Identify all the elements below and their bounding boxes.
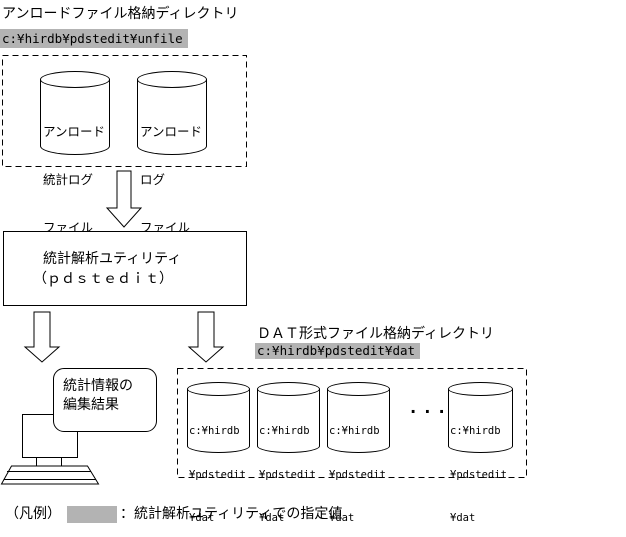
dat-files-dashed-box bbox=[177, 368, 527, 478]
cylinder-label-line: ¥dat bbox=[189, 512, 215, 524]
cylinder-top-ellipse bbox=[448, 382, 513, 396]
cylinder-label-line: 統計ログ bbox=[43, 173, 94, 187]
cylinder-body bbox=[448, 389, 513, 453]
cylinder-label-line: ¥pdstedit bbox=[329, 468, 386, 481]
sql-dat-file-cylinder: c:¥hirdb ¥pdstedit ¥dat ¥sql_DAT bbox=[327, 382, 390, 524]
keyboard-lines bbox=[3, 471, 96, 480]
cylinder-label-line: アンロード bbox=[43, 125, 106, 139]
unload-directory-title: アンロードファイル格納ディレクトリ bbox=[2, 5, 239, 21]
cylinder-body bbox=[40, 79, 110, 155]
keyboard-shape bbox=[0, 465, 100, 485]
sys-dat-file-cylinder: c:¥hirdb ¥pdstedit ¥dat ¥sys_DAT bbox=[187, 382, 250, 524]
legend-highlight-swatch bbox=[67, 506, 117, 523]
cylinder-label-line: アンロード bbox=[140, 125, 203, 139]
utility-name-label: 統計解析ユティリティ bbox=[43, 250, 182, 266]
dat-directory-title: ＤＡＴ形式ファイル格納ディレクトリ bbox=[257, 325, 495, 341]
cylinder-top-ellipse bbox=[257, 382, 320, 396]
cylinder-label-line: ¥pdstedit bbox=[259, 468, 316, 481]
cylinder-top-ellipse bbox=[327, 382, 390, 396]
legend-label: （凡例） bbox=[5, 505, 61, 521]
unload-log-file-cylinder: アンロード ログ ファイル bbox=[137, 71, 207, 235]
cylinder-body bbox=[327, 389, 390, 453]
edited-result-bubble: 統計情報の 編集結果 bbox=[53, 368, 157, 432]
unload-directory-path: c:¥hirdb¥pdstedit¥unfile bbox=[0, 29, 188, 48]
cylinder-body bbox=[137, 79, 207, 155]
statistics-analysis-utility-box: 統計解析ユティリティ （ｐｄｓｔｅｄｉｔ） bbox=[3, 231, 247, 306]
uap-dat-file-cylinder: c:¥hirdb ¥pdstedit ¥dat ¥uap_DAT bbox=[257, 382, 320, 524]
legend-description: ：統計解析ユティリティでの指定値 bbox=[120, 505, 343, 521]
utility-command-label: （ｐｄｓｔｅｄｉｔ） bbox=[33, 270, 173, 286]
result-bubble-line: 編集結果 bbox=[63, 396, 119, 412]
ellipsis-dots: ... bbox=[408, 398, 451, 418]
cylinder-top-ellipse bbox=[187, 382, 250, 396]
cylinder-top-ellipse bbox=[40, 71, 110, 88]
cylinder-label: c:¥hirdb ¥pdstedit ¥dat ¥sql_DAT bbox=[329, 395, 386, 537]
cnc-dat-file-cylinder: c:¥hirdb ¥pdstedit ¥dat ¥cnc_DAT bbox=[448, 382, 513, 524]
cylinder-label-line: ¥dat bbox=[259, 512, 285, 524]
cylinder-label-line: ログ bbox=[140, 173, 166, 187]
arrow-down-to-result-icon bbox=[23, 311, 61, 363]
arrow-down-to-dat-icon bbox=[187, 311, 225, 363]
result-bubble-line: 統計情報の bbox=[63, 377, 133, 393]
cylinder-label-line: ¥dat bbox=[450, 512, 476, 524]
cylinder-label-line: c:¥hirdb bbox=[329, 425, 380, 437]
cylinder-label-line: c:¥hirdb bbox=[259, 425, 310, 437]
cylinder-label: c:¥hirdb ¥pdstedit ¥dat ¥sys_DAT bbox=[189, 395, 246, 537]
cylinder-label: c:¥hirdb ¥pdstedit ¥dat ¥uap_DAT bbox=[259, 395, 316, 537]
arrow-down-to-utility-icon bbox=[105, 170, 143, 228]
unload-statistics-log-file-cylinder: アンロード 統計ログ ファイル bbox=[40, 71, 110, 235]
unload-files-dashed-box bbox=[2, 55, 247, 167]
dat-directory-path: c:¥hirdb¥pdstedit¥dat bbox=[255, 343, 421, 359]
cylinder-body bbox=[257, 389, 320, 453]
cylinder-label-line: ¥pdstedit bbox=[450, 468, 507, 481]
cylinder-body bbox=[187, 389, 250, 453]
cylinder-label-line: c:¥hirdb bbox=[189, 425, 240, 437]
cylinder-label: c:¥hirdb ¥pdstedit ¥dat ¥cnc_DAT bbox=[450, 395, 507, 537]
cylinder-top-ellipse bbox=[137, 71, 207, 88]
cylinder-label-line: ¥dat bbox=[329, 512, 355, 524]
cylinder-label-line: ¥pdstedit bbox=[189, 468, 246, 481]
cylinder-label-line: c:¥hirdb bbox=[450, 425, 501, 437]
